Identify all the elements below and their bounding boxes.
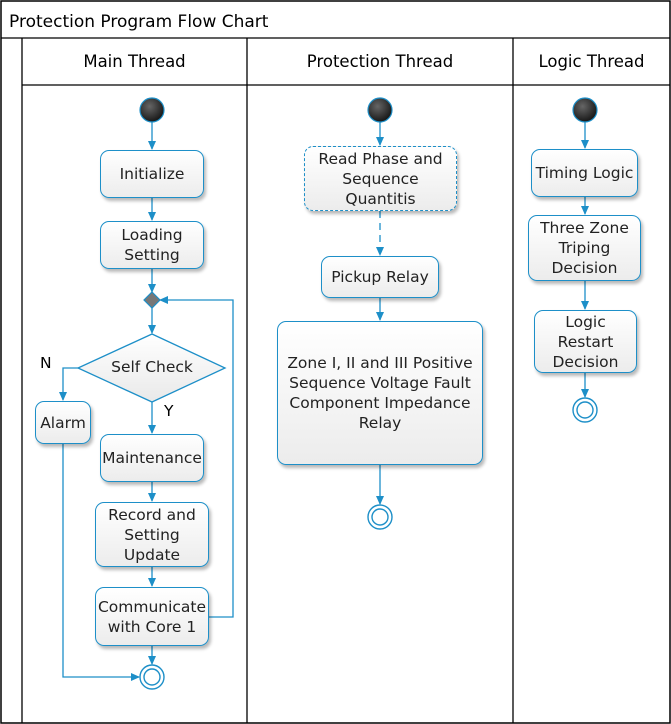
node-timing-logic: Timing Logic xyxy=(531,149,638,197)
node-logic-restart: Logic Restart Decision xyxy=(534,310,637,373)
node-zone-relay: Zone I, II and III Positive Sequence Vol… xyxy=(277,321,483,465)
node-read-phase-label: Read Phase and Sequence Quantitis xyxy=(318,149,443,208)
node-maintenance-label: Maintenance xyxy=(102,449,202,467)
node-initialize: Initialize xyxy=(100,150,204,198)
main-end-node-inner xyxy=(143,668,161,686)
node-pickup-relay: Pickup Relay xyxy=(321,256,439,298)
node-read-phase: Read Phase and Sequence Quantitis xyxy=(304,146,457,211)
node-three-zone-label: Three Zone Triping Decision xyxy=(540,219,629,277)
edge-loop-back xyxy=(159,296,234,618)
main-start-node xyxy=(139,97,165,123)
self-check-label: Self Check xyxy=(111,358,193,376)
node-loading-setting: Loading Setting xyxy=(100,221,204,269)
node-alarm-label: Alarm xyxy=(40,413,86,432)
protection-end-node-inner xyxy=(371,508,389,526)
edge-selfcheck-alarm xyxy=(59,367,78,401)
node-record-label: Record and Setting Update xyxy=(108,505,196,564)
page-title: Protection Program Flow Chart xyxy=(9,12,269,32)
branch-y-label: Y xyxy=(164,402,174,420)
node-pickup-relay-label: Pickup Relay xyxy=(331,268,429,286)
lane-protection-title: Protection Thread xyxy=(306,52,454,71)
lane-logic-title: Logic Thread xyxy=(538,52,645,71)
node-maintenance: Maintenance xyxy=(100,434,204,482)
node-initialize-label: Initialize xyxy=(119,165,185,183)
protection-start-node xyxy=(367,97,393,123)
node-timing-logic-label: Timing Logic xyxy=(535,164,634,182)
node-loading-setting-label: Loading Setting xyxy=(121,226,183,264)
node-communicate-label: Communicate with Core 1 xyxy=(97,597,207,636)
node-three-zone: Three Zone Triping Decision xyxy=(528,215,641,281)
branch-n-label: N xyxy=(40,354,52,372)
node-logic-restart-label: Logic Restart Decision xyxy=(552,312,619,371)
edge-alarm-end xyxy=(62,444,140,681)
node-alarm: Alarm xyxy=(35,401,91,444)
logic-end-node-inner xyxy=(576,401,594,419)
merge-diamond xyxy=(143,291,161,309)
lane-main-title: Main Thread xyxy=(83,52,186,71)
logic-start-node xyxy=(572,97,598,123)
node-communicate: Communicate with Core 1 xyxy=(95,587,209,646)
node-record-setting-update: Record and Setting Update xyxy=(95,502,209,567)
node-zone-relay-label: Zone I, II and III Positive Sequence Vol… xyxy=(287,354,473,432)
